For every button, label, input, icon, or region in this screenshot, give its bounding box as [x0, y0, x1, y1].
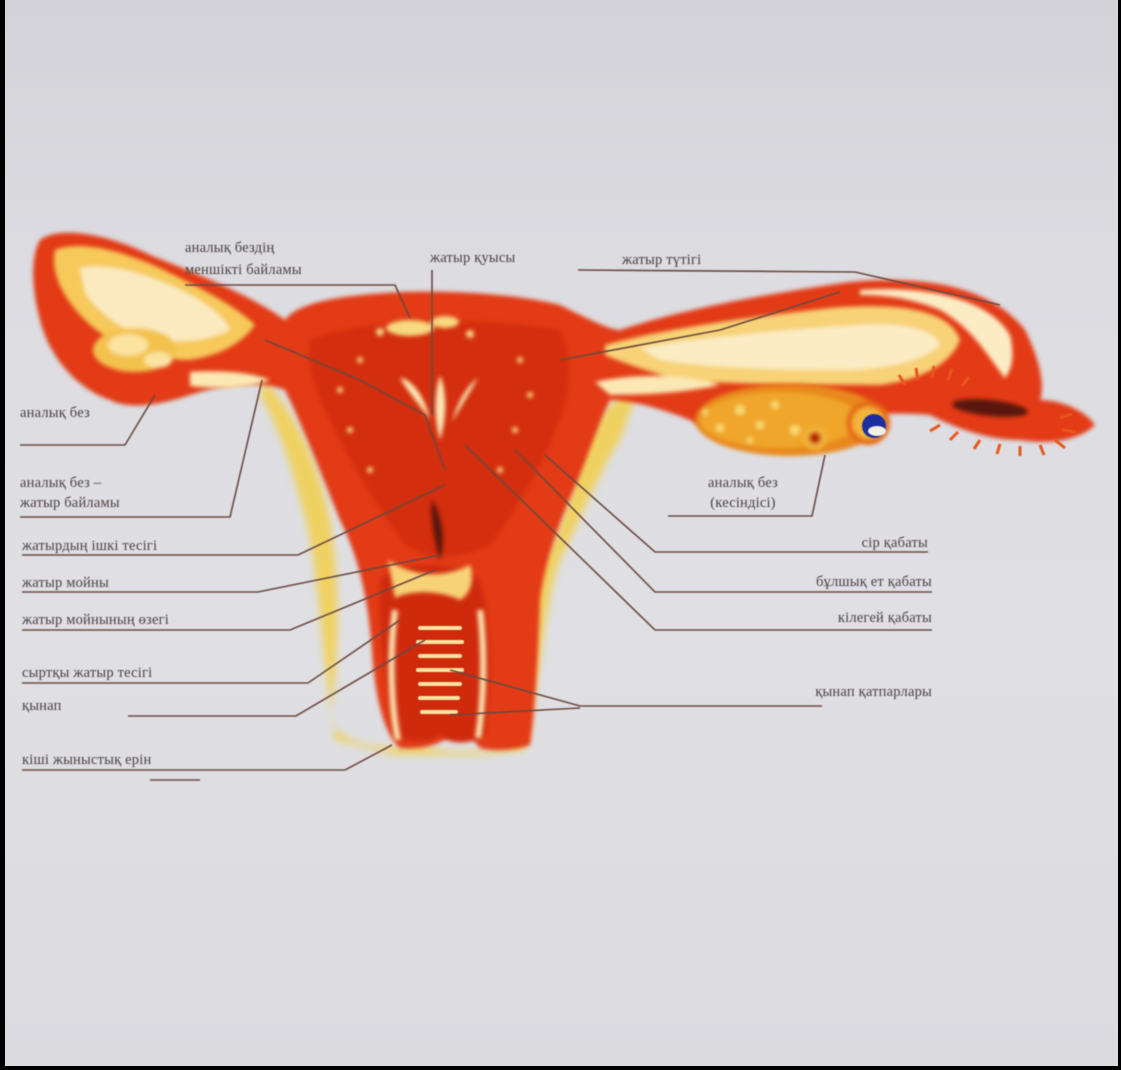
frame-left-edge	[0, 0, 5, 1070]
label-serosa: сір қабаты	[700, 535, 928, 551]
label-external-os: сыртқы жатыр тесігі	[22, 665, 152, 681]
label-ovary: аналық без	[20, 405, 90, 421]
label-endometrium: кілегей қабаты	[700, 610, 932, 626]
label-ovarian-ligament-2: жатыр байламы	[20, 495, 120, 511]
label-suspensory-ligament-2: меншікті байламы	[185, 262, 302, 278]
label-ovarian-ligament-1: аналық без –	[20, 475, 101, 491]
ovum	[862, 414, 886, 438]
label-suspensory-ligament-1: аналық бездің	[185, 240, 274, 256]
label-uterine-tube: жатыр түтігі	[622, 252, 701, 268]
label-vaginal-folds: қынап қатпарлары	[640, 684, 932, 700]
label-uterine-cavity: жатыр қуысы	[430, 250, 515, 266]
frame-bottom-edge	[0, 1066, 1121, 1070]
label-cervical-canal: жатыр мойнының өзегі	[22, 612, 169, 628]
label-myometrium: бұлшық ет қабаты	[700, 574, 932, 590]
label-vagina: қынап	[22, 698, 62, 714]
label-ovary-section-2: (кесіндісі)	[668, 495, 818, 511]
label-cervix: жатыр мойны	[22, 575, 109, 591]
label-internal-os: жатырдың ішкі тесігі	[22, 538, 157, 554]
label-labia-minora: кіші жыныстық ерін	[22, 752, 151, 768]
label-ovary-section-1: аналық без	[668, 475, 818, 491]
